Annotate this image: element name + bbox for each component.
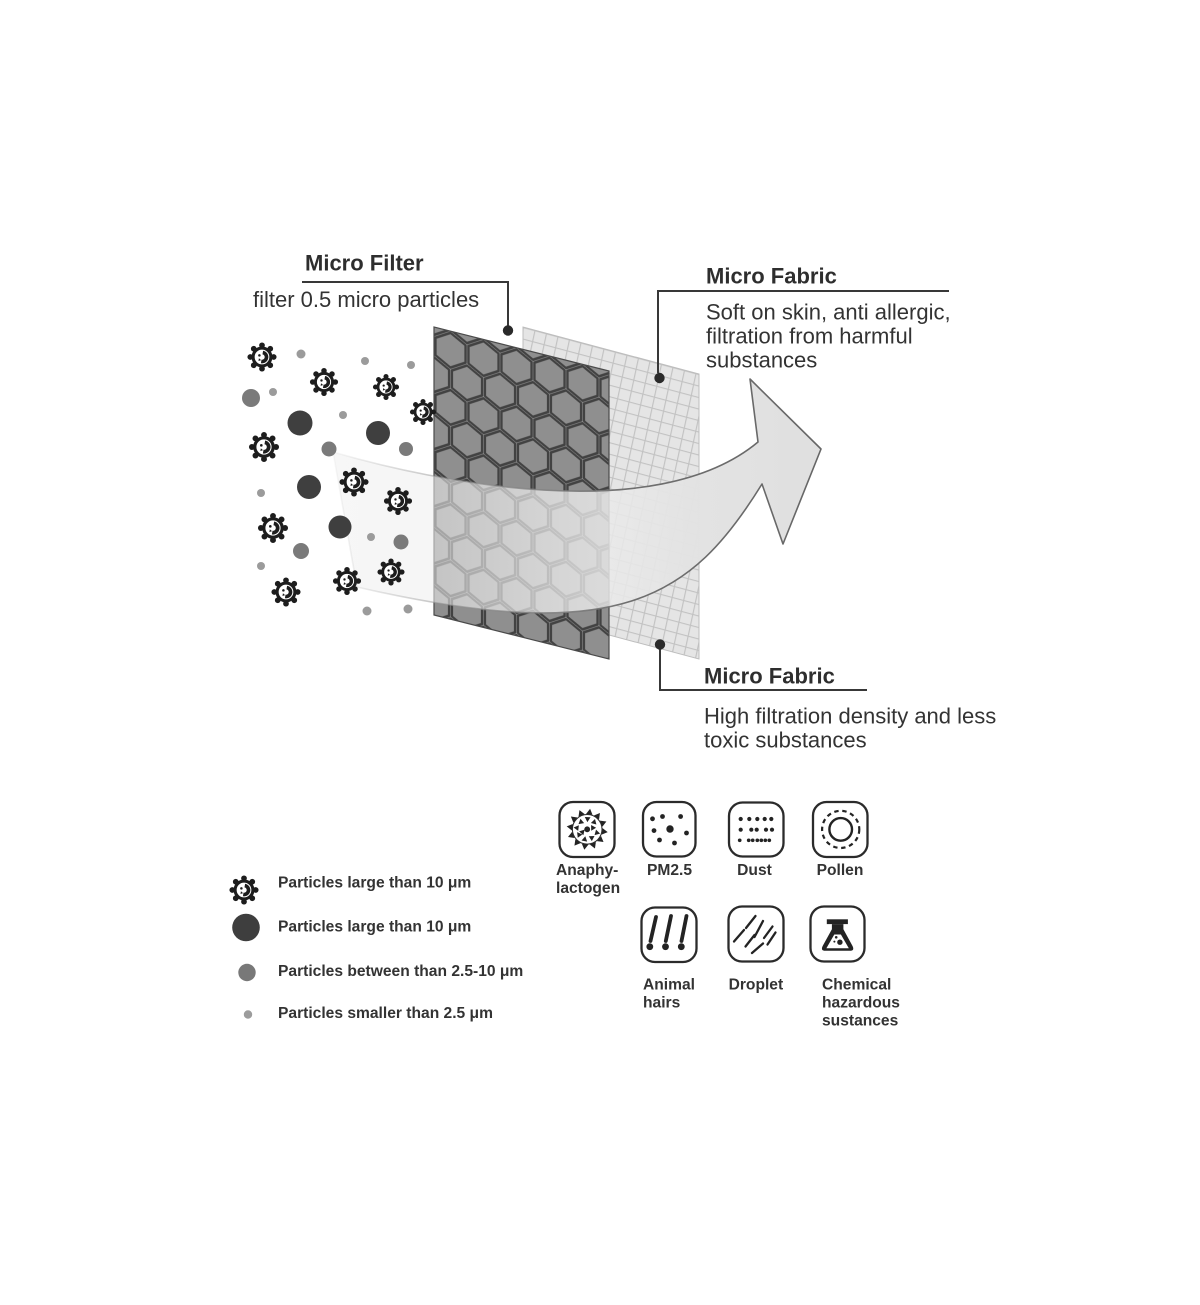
svg-text:Particles smaller than 2.5 μm: Particles smaller than 2.5 μm bbox=[278, 1005, 493, 1022]
svg-text:Soft on skin, anti allergic,: Soft on skin, anti allergic, bbox=[706, 300, 951, 325]
svg-text:sustances: sustances bbox=[822, 1013, 899, 1030]
svg-text:Particles large than 10 μm: Particles large than 10 μm bbox=[278, 875, 471, 892]
svg-text:filter 0.5 micro particles: filter 0.5 micro particles bbox=[253, 287, 479, 312]
svg-text:Animal: Animal bbox=[643, 977, 695, 994]
svg-text:Particles between than 2.5-10: Particles between than 2.5-10 μm bbox=[278, 963, 523, 980]
svg-text:filtration from harmful: filtration from harmful bbox=[706, 324, 913, 349]
svg-text:Dust: Dust bbox=[737, 862, 772, 879]
svg-text:High filtration density and le: High filtration density and less bbox=[704, 704, 996, 729]
svg-text:Micro Filter: Micro Filter bbox=[305, 251, 424, 276]
svg-text:Chemical: Chemical bbox=[822, 977, 891, 994]
svg-text:Pollen: Pollen bbox=[817, 862, 864, 879]
svg-text:hazardous: hazardous bbox=[822, 995, 900, 1012]
svg-text:lactogen: lactogen bbox=[556, 880, 620, 897]
svg-text:toxic substances: toxic substances bbox=[704, 728, 867, 753]
svg-text:Micro Fabric: Micro Fabric bbox=[706, 264, 837, 289]
svg-text:Particles large than 10 μm: Particles large than 10 μm bbox=[278, 919, 471, 936]
svg-text:PM2.5: PM2.5 bbox=[647, 862, 692, 879]
svg-text:Micro Fabric: Micro Fabric bbox=[704, 664, 835, 689]
svg-text:substances: substances bbox=[706, 348, 817, 373]
svg-text:Droplet: Droplet bbox=[729, 977, 784, 994]
svg-text:Anaphy-: Anaphy- bbox=[556, 862, 618, 879]
svg-text:hairs: hairs bbox=[643, 995, 681, 1012]
